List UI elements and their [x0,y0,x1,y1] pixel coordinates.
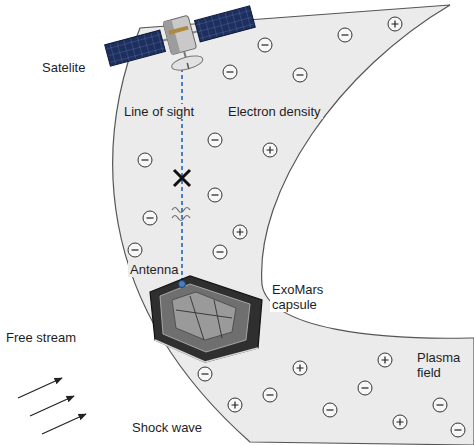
charge-symbol [143,211,157,225]
satellite [103,0,261,88]
attenuation-wave [172,208,190,221]
charge-symbol [323,403,337,417]
capsule-label: ExoMars capsule [270,282,336,312]
charge-symbol [433,398,447,412]
free-stream-label: Free stream [4,330,78,345]
charge-symbol [198,367,212,381]
charge-symbol [378,353,392,367]
plasma-field-label: Plasma field [415,350,471,380]
charge-symbol [128,243,142,257]
charge-symbol [358,381,372,395]
charge-symbol [223,65,237,79]
charge-symbol [258,38,272,52]
antenna-label: Antenna [128,262,180,277]
line-of-sight-label: Line of sight [122,104,196,119]
charge-symbol [388,17,402,31]
exomars-capsule [150,276,262,362]
electron-density-label: Electron density [226,104,323,119]
blocked-cross [174,170,190,186]
charge-symbol [263,143,277,157]
charge-symbol [138,153,152,167]
satellite-label: Satelite [40,60,87,75]
charge-symbol [293,68,307,82]
line-of-sight [181,68,183,282]
plasma-band [113,5,474,445]
charge-symbol [208,188,222,202]
charge-symbol [263,388,277,402]
charge-symbol [228,398,242,412]
charge-symbol [451,423,465,437]
shock-wave-label: Shock wave [130,420,204,435]
charge-symbol [338,28,352,42]
charge-symbol [293,361,307,375]
free-stream-arrows [18,378,86,434]
charge-symbol [208,133,222,147]
charge-symbol [213,245,227,259]
charge-symbol [393,415,407,429]
charge-symbol [233,225,247,239]
